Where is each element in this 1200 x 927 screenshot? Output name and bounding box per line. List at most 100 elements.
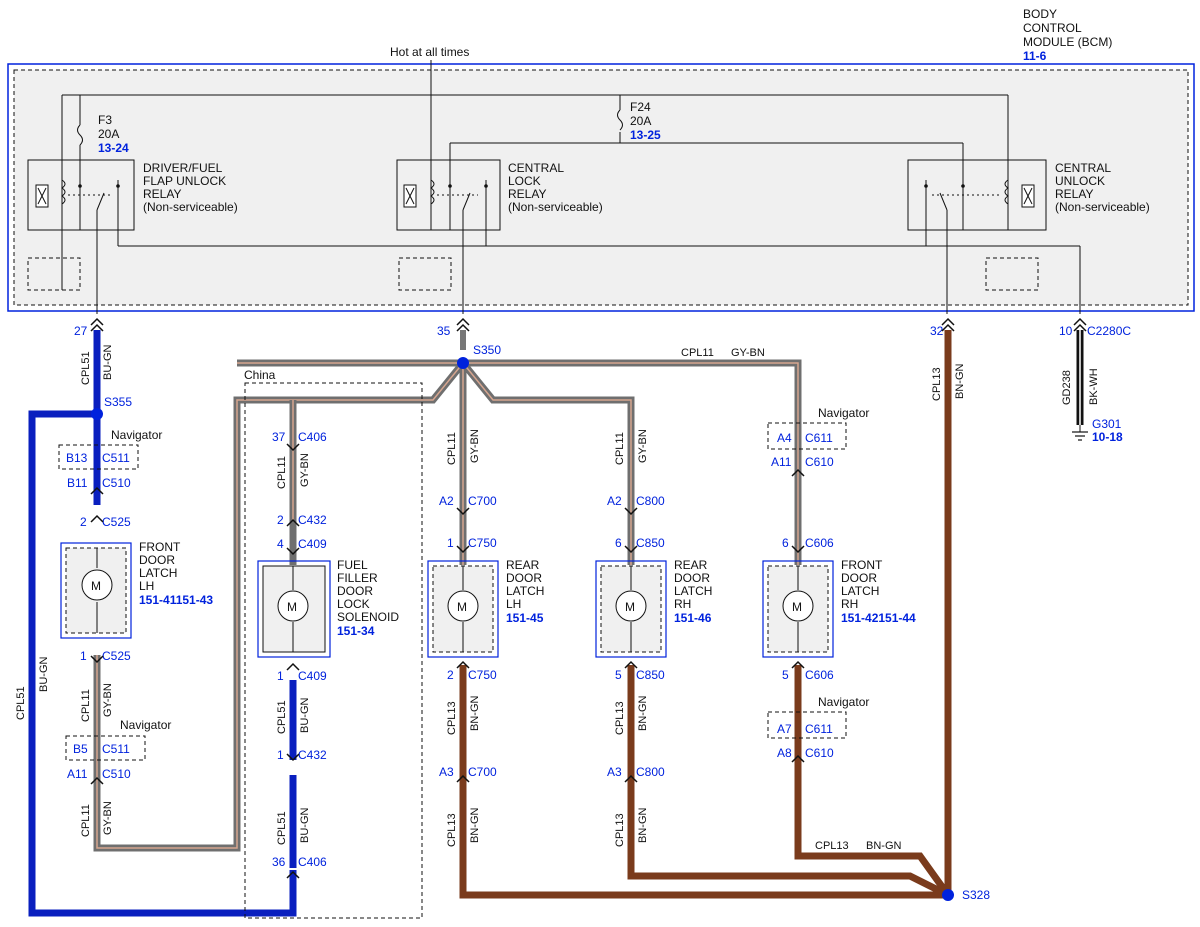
relay-lock-line-2: LOCK (508, 174, 541, 188)
ground-icon (1072, 431, 1088, 441)
motor-label-2: M (287, 600, 297, 614)
module-title-line-1: BODY (1023, 7, 1057, 21)
module-title-line-2: CONTROL (1023, 21, 1082, 35)
conn-c610-b: C610 (805, 746, 834, 760)
module-title-line-3: MODULE (BCM) (1023, 35, 1112, 49)
conn-b5: B5 (73, 742, 88, 756)
front-latch-rh-line-3: LATCH (841, 584, 879, 598)
wire-color-bugn-c: BU-GN (299, 698, 311, 734)
bcm-module (7, 63, 1195, 312)
navigator-label-2: Navigator (120, 718, 171, 732)
ground-g301: G301 (1092, 417, 1122, 431)
conn-pin-2-a: 2 (80, 515, 87, 529)
component-front-door-latch-rh (762, 560, 834, 658)
wire-label-cpl11-c: CPL11 (276, 456, 288, 489)
conn-pin-2-c: 2 (447, 668, 454, 682)
pin-32: 32 (930, 324, 944, 338)
conn-c525-a: C525 (102, 515, 131, 529)
conn-c611-b: C611 (805, 722, 833, 736)
wire-label-cpl11-a: CPL11 (80, 689, 92, 722)
splice-s355-label: S355 (104, 395, 132, 409)
fuse-f3-symbol (77, 124, 83, 146)
front-latch-rh-line-2: DOOR (841, 571, 877, 585)
conn-c510-a: C510 (102, 476, 131, 490)
module-ref-link[interactable]: 11-6 (1023, 49, 1047, 63)
wire-cpl11-gybn (93, 330, 802, 852)
ground-wire-name: GD238 (1061, 370, 1073, 405)
rear-latch-rh-line-3: LATCH (674, 584, 712, 598)
wire-color-gybn-c: GY-BN (299, 453, 311, 487)
rear-latch-lh-line-3: LATCH (506, 584, 544, 598)
conn-c406-a: C406 (298, 430, 327, 444)
conn-a2-b: A2 (607, 494, 622, 508)
component-rear-door-latch-lh (427, 560, 499, 658)
conn-a8: A8 (777, 746, 792, 760)
conn-pin-6-a: 6 (615, 536, 622, 550)
pin-35: 35 (437, 324, 451, 338)
conn-c750-a: C750 (468, 536, 497, 550)
splice-s355 (91, 408, 103, 420)
conn-pin-1-d: 1 (447, 536, 454, 550)
conn-pin-5-a: 5 (615, 668, 622, 682)
relay-driver-line-2: FLAP UNLOCK (143, 174, 226, 188)
conn-pin-1-c: 1 (277, 748, 284, 762)
wire-color-gybn-a: GY-BN (102, 683, 114, 717)
wire-label-cpl51-a: CPL51 (80, 351, 92, 385)
front-latch-rh-line-1: FRONT (841, 558, 883, 572)
motor-label-4: M (625, 600, 635, 614)
navigator-box-c511-bottom (65, 735, 146, 761)
front-latch-lh-line-4: LH (139, 579, 154, 593)
navigator-label-4: Navigator (818, 695, 869, 709)
conn-a11-b: A11 (771, 455, 792, 469)
navigator-box-c611-bottom (767, 711, 847, 739)
motor-label-5: M (792, 600, 802, 614)
wire-label-cpl11-d: CPL11 (446, 432, 458, 465)
relay-driver-fuel (27, 159, 135, 291)
conn-c850-a: C850 (636, 536, 665, 550)
relay-lock-line-3: RELAY (508, 187, 546, 201)
fuse-f3-ref-link[interactable]: 13-24 (98, 141, 129, 155)
splice-s328 (942, 889, 954, 901)
navigator-label-1: Navigator (111, 428, 162, 442)
rear-latch-rh-line-2: DOOR (674, 571, 710, 585)
front-latch-lh-line-1: FRONT (139, 540, 181, 554)
wire-label-cpl13-d: CPL13 (614, 813, 626, 847)
conn-pin-1-b: 1 (277, 669, 284, 683)
wire-label-cpl11-b: CPL11 (80, 804, 92, 837)
conn-c610-a: C610 (805, 455, 834, 469)
rear-latch-lh-ref-link[interactable]: 151-45 (506, 611, 544, 625)
conn-pin-1-a: 1 (80, 649, 87, 663)
wire-color-gybn-e: GY-BN (637, 429, 649, 463)
front-latch-lh-ref-link[interactable]: 151-41151-43 (139, 593, 213, 607)
splice-s350-label: S350 (473, 343, 501, 357)
rear-latch-rh-ref-link[interactable]: 151-46 (674, 611, 712, 625)
conn-pin-5-b: 5 (782, 668, 789, 682)
fuel-solenoid-line-2: FILLER (337, 571, 378, 585)
conn-a7: A7 (777, 722, 792, 736)
conn-a3-a: A3 (439, 765, 454, 779)
conn-pin-2-b: 2 (277, 513, 284, 527)
motor-label-1: M (91, 579, 101, 593)
conn-b13: B13 (66, 451, 88, 465)
conn-c700-a: C700 (468, 494, 497, 508)
conn-pin-6-b: 6 (782, 536, 789, 550)
conn-c606-b: C606 (805, 668, 834, 682)
ground-ref-link[interactable]: 10-18 (1092, 430, 1123, 444)
rear-latch-lh-line-1: REAR (506, 558, 540, 572)
wire-label-cpl13-a: CPL13 (446, 701, 458, 735)
fuel-solenoid-ref-link[interactable]: 151-34 (337, 624, 375, 638)
front-latch-lh-line-2: DOOR (139, 553, 175, 567)
wire-cpl51-bugn (28, 330, 297, 917)
conn-c700-b: C700 (468, 765, 497, 779)
splice-s328-label: S328 (962, 888, 990, 902)
rear-latch-lh-line-2: DOOR (506, 571, 542, 585)
conn-a3-b: A3 (607, 765, 622, 779)
fuse-f24-ref-link[interactable]: 13-25 (630, 128, 661, 142)
relay-driver-line-4: (Non-serviceable) (143, 200, 238, 214)
front-latch-rh-ref-link[interactable]: 151-42151-44 (841, 611, 916, 625)
relay-unlock-line-4: (Non-serviceable) (1055, 200, 1150, 214)
cpl11-trunk-name: CPL11 (681, 347, 714, 359)
wire-color-bngn-c: BN-GN (637, 696, 649, 732)
wire-color-bngn-a: BN-GN (469, 696, 481, 732)
wire-label-cpl51-d: CPL51 (276, 811, 288, 845)
